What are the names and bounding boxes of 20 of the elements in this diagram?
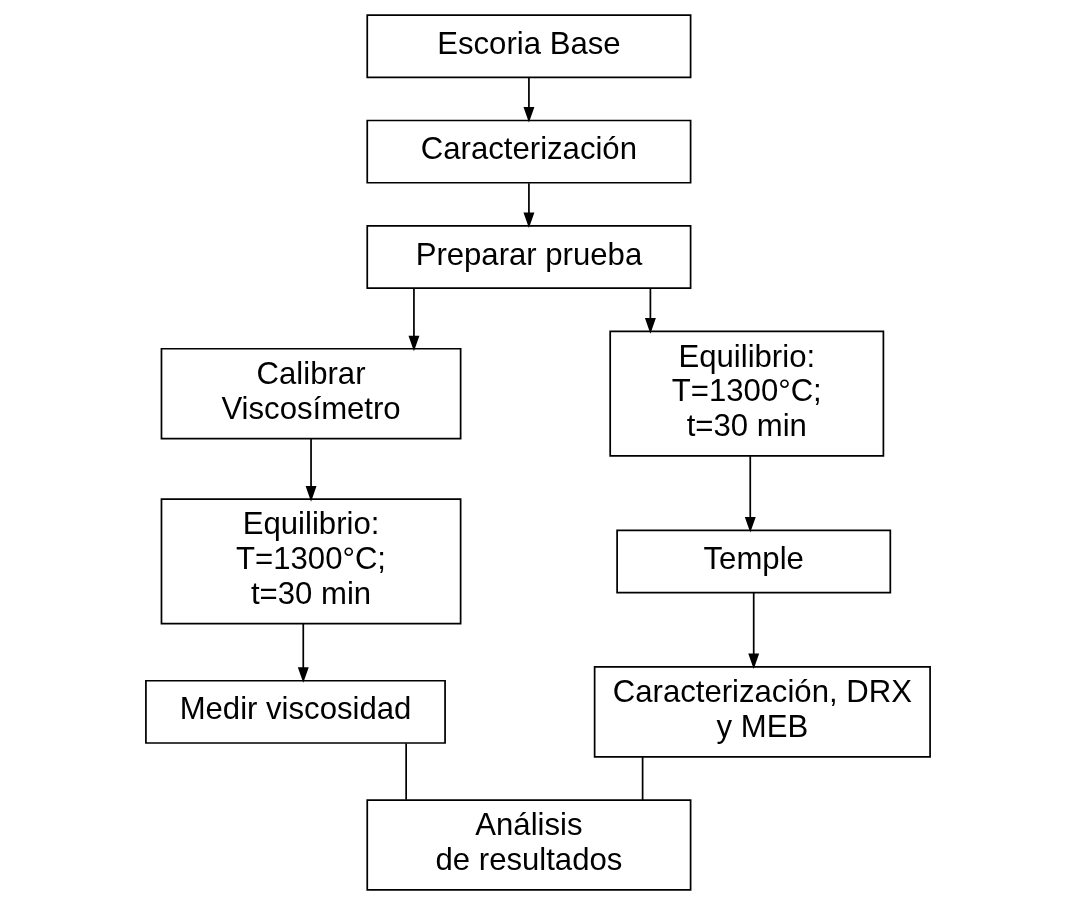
arrow [408,287,420,352]
node-box: Calibrar Viscosímetro [160,347,462,440]
arrow [644,287,656,334]
node-box: Caracterización [366,119,692,184]
arrow [748,591,760,670]
connector [641,756,644,801]
arrow [305,438,317,502]
node-box: Análisis de resultados [366,799,692,891]
connector [405,742,407,801]
node-box: Temple [616,529,892,594]
node-box: Escoria Base [366,14,692,79]
arrow [523,182,535,229]
arrow [523,76,535,123]
node-box: Preparar prueba [366,225,692,290]
node-box: Caracterización, DRX y MEB [593,666,931,758]
node-box: Equilibrio: T=1300°C; t=30 min [160,498,462,625]
arrow [744,455,756,533]
node-box: Equilibrio: T=1300°C; t=30 min [609,330,885,457]
arrow [297,623,309,683]
node-box: Medir viscosidad [145,679,446,744]
